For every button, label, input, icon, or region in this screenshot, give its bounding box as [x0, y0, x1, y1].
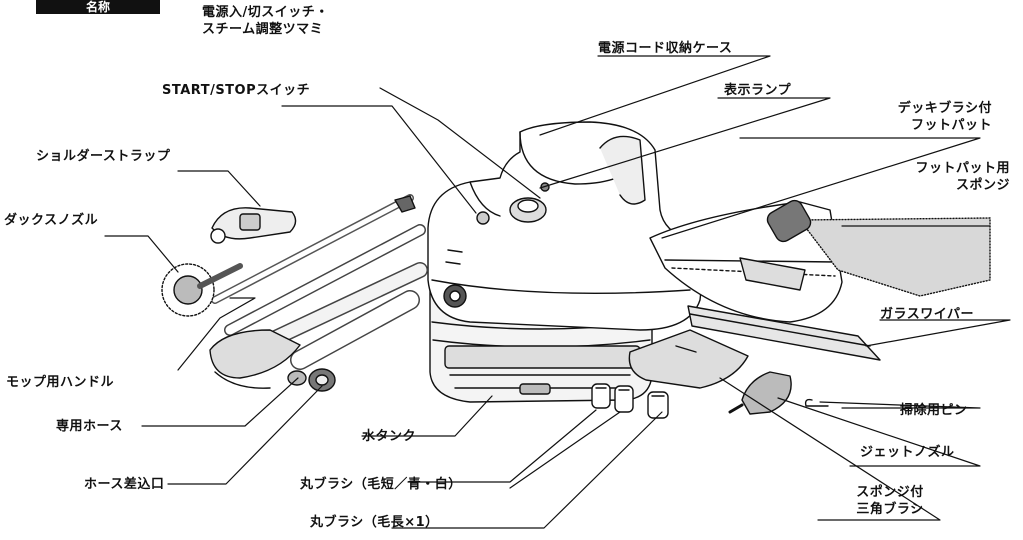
power-switch-label: 電源入/切スイッチ・ スチーム調整ツマミ	[202, 4, 329, 38]
foot-pad-sponge	[766, 199, 991, 297]
dachs-nozzle-label: ダックスノズル	[4, 213, 99, 228]
jet-nozzle	[728, 371, 792, 415]
start-stop-label: START/STOPスイッチ	[162, 83, 311, 98]
dachs-nozzle	[161, 263, 243, 317]
deck-brush-label: デッキブラシ付 フットパット	[852, 100, 992, 134]
steam-cleaner-body	[427, 121, 703, 403]
shoulder-strap	[210, 207, 297, 244]
header-tab: 名称	[36, 0, 160, 14]
round-brush-short-label: 丸ブラシ（毛短／青・白）	[300, 477, 462, 492]
glass-wiper-label: ガラスワイパー	[880, 307, 974, 322]
shoulder-strap-label: ショルダーストラップ	[36, 149, 171, 164]
hose-label: 専用ホース	[56, 419, 123, 434]
deck-brush-label-line2: フットパット	[910, 118, 992, 133]
cord-case-label: 電源コード収納ケース	[598, 41, 733, 56]
leader-lines	[104, 55, 1011, 529]
hose-inlet-label: ホース差込口	[84, 477, 165, 492]
mop-handle-label: モップ用ハンドル	[6, 375, 115, 390]
foot-pad-sponge-label-line1: フットパット用	[915, 161, 1010, 176]
triangle-brush-label: スポンジ付 三角ブラシ	[842, 484, 938, 518]
glass-wiper	[687, 305, 881, 361]
power-switch-label-line2: スチーム調整ツマミ	[202, 22, 324, 37]
hose-and-handles	[209, 194, 428, 392]
jet-nozzle-label: ジェットノズル	[860, 445, 955, 460]
triangle-brush-label-line1: スポンジ付	[856, 485, 924, 500]
round-brush-long-label: 丸ブラシ（毛長×1）	[310, 515, 439, 530]
cleaning-pin-label: 掃除用ピン	[900, 403, 968, 418]
indicator-lamp-label: 表示ランプ	[724, 83, 792, 98]
foot-pad-sponge-label-line2: スポンジ	[955, 178, 1010, 193]
triangle-brush	[628, 329, 749, 389]
deck-brush-label-line1: デッキブラシ付	[897, 101, 992, 116]
round-brushes	[591, 383, 669, 419]
foot-pad-sponge-label: フットパット用 スポンジ	[870, 160, 1010, 194]
water-tank-label: 水タンク	[362, 429, 417, 444]
triangle-brush-label-line2: 三角ブラシ	[856, 502, 924, 517]
cleaning-pin	[804, 398, 829, 407]
power-switch-label-line1: 電源入/切スイッチ・	[202, 5, 329, 20]
